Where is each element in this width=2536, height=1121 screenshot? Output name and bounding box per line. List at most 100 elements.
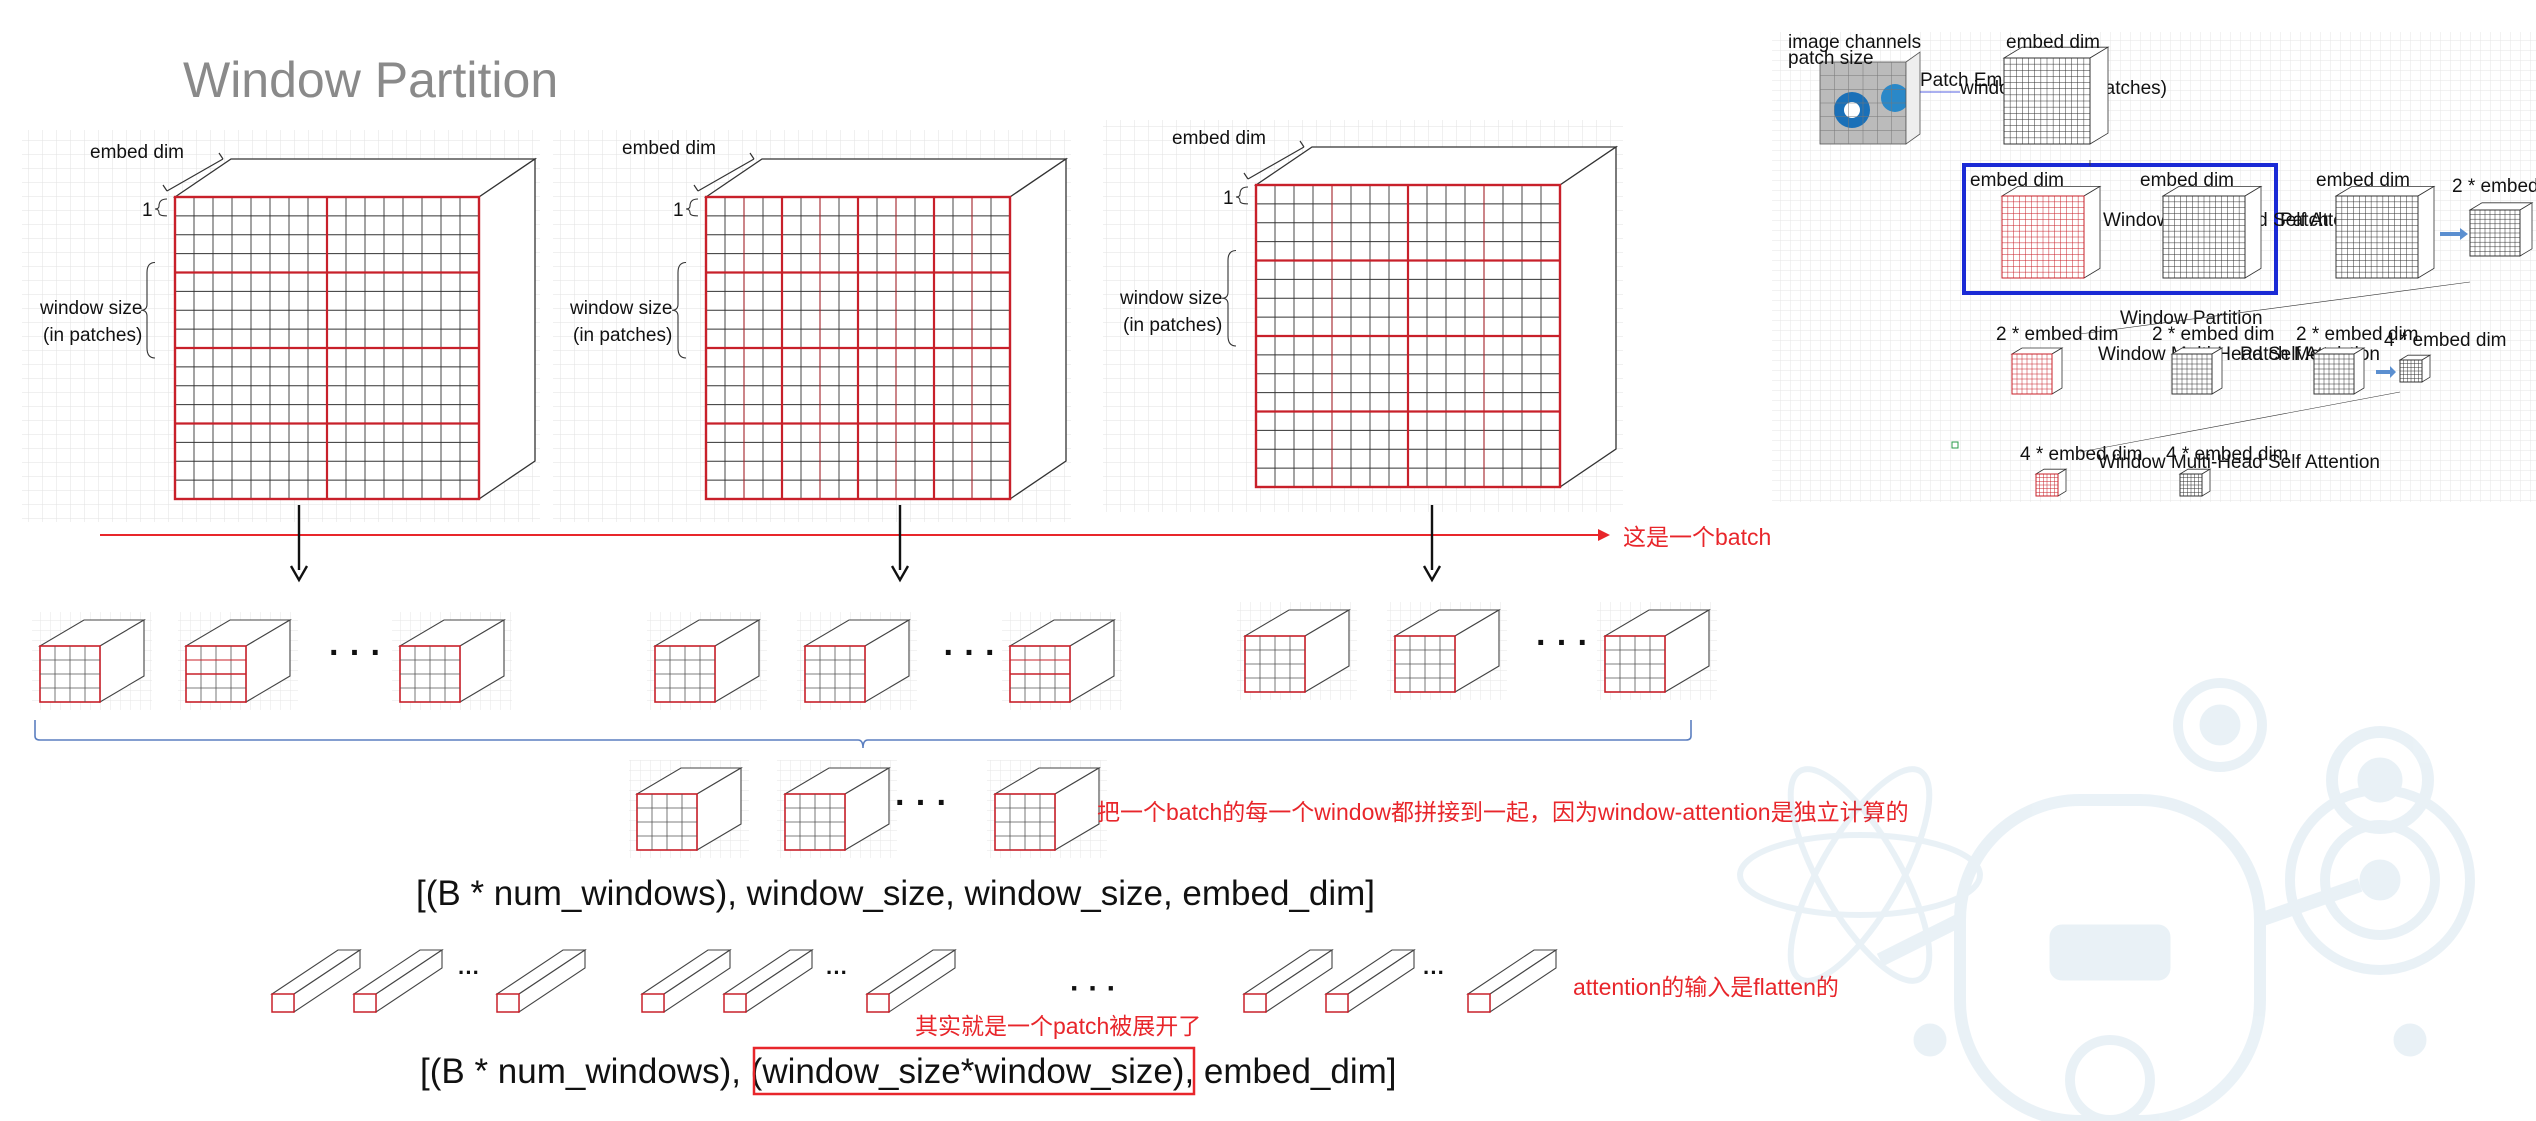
thumbnail-cube — [2178, 468, 2212, 497]
thumbnail-highlight-box — [1962, 163, 2278, 295]
patch-front — [641, 993, 665, 1013]
window-cube — [178, 612, 298, 710]
thumb-fat-arrow — [2440, 228, 2468, 240]
thumb-cube-side — [2201, 468, 2211, 497]
thumb-image-eye-inner — [1844, 102, 1860, 118]
formula-2-part2: , embed_dim] — [1184, 1052, 1396, 1091]
thumb-image-eye — [1881, 84, 1909, 112]
thumb-cube-side — [2211, 347, 2223, 395]
embed-dim-bracket — [1243, 140, 1305, 180]
unit-label: 1 — [1223, 188, 1234, 209]
stacked-windows: · · · — [629, 760, 1107, 858]
down-arrow-head — [890, 565, 910, 583]
window-cube — [1002, 612, 1122, 710]
flattened-patch — [640, 948, 732, 1014]
window-cube — [1237, 602, 1357, 700]
cube-top-face — [172, 158, 538, 198]
thumbnail-cube — [2334, 185, 2436, 279]
window-cube — [629, 760, 749, 858]
window-size-label: window size — [39, 298, 142, 319]
thumb-cube-side — [2421, 354, 2431, 383]
window-size-sublabel: (in patches) — [1123, 315, 1222, 336]
thumbnail-label: embed dim — [2140, 170, 2234, 191]
thumbnail-label: 4 * embed dim — [2384, 330, 2507, 351]
flattened-patch — [1324, 948, 1416, 1014]
down-arrow-head — [1422, 565, 1442, 583]
window-cube — [32, 612, 152, 710]
thumb-fat-arrow — [2376, 366, 2396, 378]
window-cube — [392, 612, 512, 710]
cube-side-face — [478, 157, 536, 501]
thumb-cube-side — [2417, 185, 2435, 279]
thumbnail-cube — [2312, 347, 2366, 395]
thumb-marker — [1951, 441, 1959, 449]
formula-2: [(B * num_windows), (window_size*window_… — [420, 1052, 1397, 1091]
unit-brace — [154, 198, 168, 217]
patch-front — [866, 993, 890, 1013]
formula-2-part1: [(B * num_windows), — [420, 1052, 751, 1091]
embed-dim-bracket — [162, 152, 224, 192]
thumb-connector — [2079, 391, 2401, 453]
flattened-patch — [1242, 948, 1334, 1014]
thumbnail-label: embed dim — [1970, 170, 2064, 191]
flattened-patch — [1466, 948, 1558, 1014]
thumbnail-cube — [2000, 185, 2102, 279]
formula-1: [(B * num_windows), window_size, window_… — [416, 874, 1375, 913]
down-arrow-head — [289, 565, 309, 583]
window-size-sublabel: (in patches) — [573, 325, 672, 346]
flattened-patch — [865, 948, 957, 1014]
unit-label: 1 — [142, 200, 153, 221]
patch-front — [1325, 993, 1349, 1013]
thumbnail-label: 2 * embed dim — [2296, 324, 2419, 345]
thumbnail-cube — [2161, 185, 2263, 279]
thumbnail-cube — [2398, 354, 2432, 383]
thumb-cube-side — [2244, 185, 2262, 279]
window-cube — [647, 612, 767, 710]
thumb-cube-side — [2051, 347, 2063, 395]
robot-watermark — [1737, 678, 2475, 1121]
ellipsis: · · · — [1536, 624, 1589, 662]
window-cube — [777, 760, 897, 858]
ellipsis: · · · — [1070, 972, 1117, 1005]
thumb-connector — [2079, 281, 2471, 335]
ellipsis: · · · — [944, 634, 997, 672]
thumbnail-label: Window Multi-Head Self Attention — [2098, 452, 2380, 473]
thumbnail-label: 4 * embed dim — [2020, 444, 2143, 465]
embed-dim-label: embed dim — [90, 142, 184, 163]
window-size-brace — [671, 261, 687, 359]
embed-dim-label: embed dim — [1172, 128, 1266, 149]
thumbnail-cube — [2170, 347, 2224, 395]
cube-top-face — [703, 158, 1069, 198]
flatten-note: attention的输入是flatten的 — [1573, 974, 1839, 1000]
window-cube — [987, 760, 1107, 858]
down-arrows — [289, 505, 1442, 583]
window-cube — [797, 612, 917, 710]
unit-brace — [1235, 186, 1249, 205]
embed-dim-bracket — [693, 152, 755, 192]
formula-2-boxed: (window_size*window_size) — [751, 1052, 1185, 1091]
thumbnail-label: 2 * embed dim — [2452, 176, 2536, 197]
cube-side-face — [1009, 157, 1067, 501]
patch-note: 其实就是一个patch被展开了 — [915, 1013, 1201, 1039]
thumbnail-cube — [2002, 46, 2110, 145]
cube-front-border — [173, 195, 481, 501]
cube-top-face — [1253, 146, 1619, 186]
window-rows: · · ·· · ·· · · — [32, 602, 1717, 710]
thumbnail-label: 2 * embed dim — [1996, 324, 2119, 345]
embed-dim-label: embed dim — [622, 138, 716, 159]
patch-front — [271, 993, 295, 1013]
thumbnail-label: 4 * embed dim — [2166, 444, 2289, 465]
ellipsis: ··· — [826, 960, 848, 985]
thumb-cube-side — [2089, 46, 2109, 145]
thumbnail-cube — [2468, 202, 2534, 257]
thumbnail-label: embed dim — [2006, 32, 2100, 53]
flattened-patch — [495, 948, 587, 1014]
patch-front — [723, 993, 747, 1013]
thumb-cube-side — [2519, 202, 2533, 257]
patch-front — [496, 993, 520, 1013]
